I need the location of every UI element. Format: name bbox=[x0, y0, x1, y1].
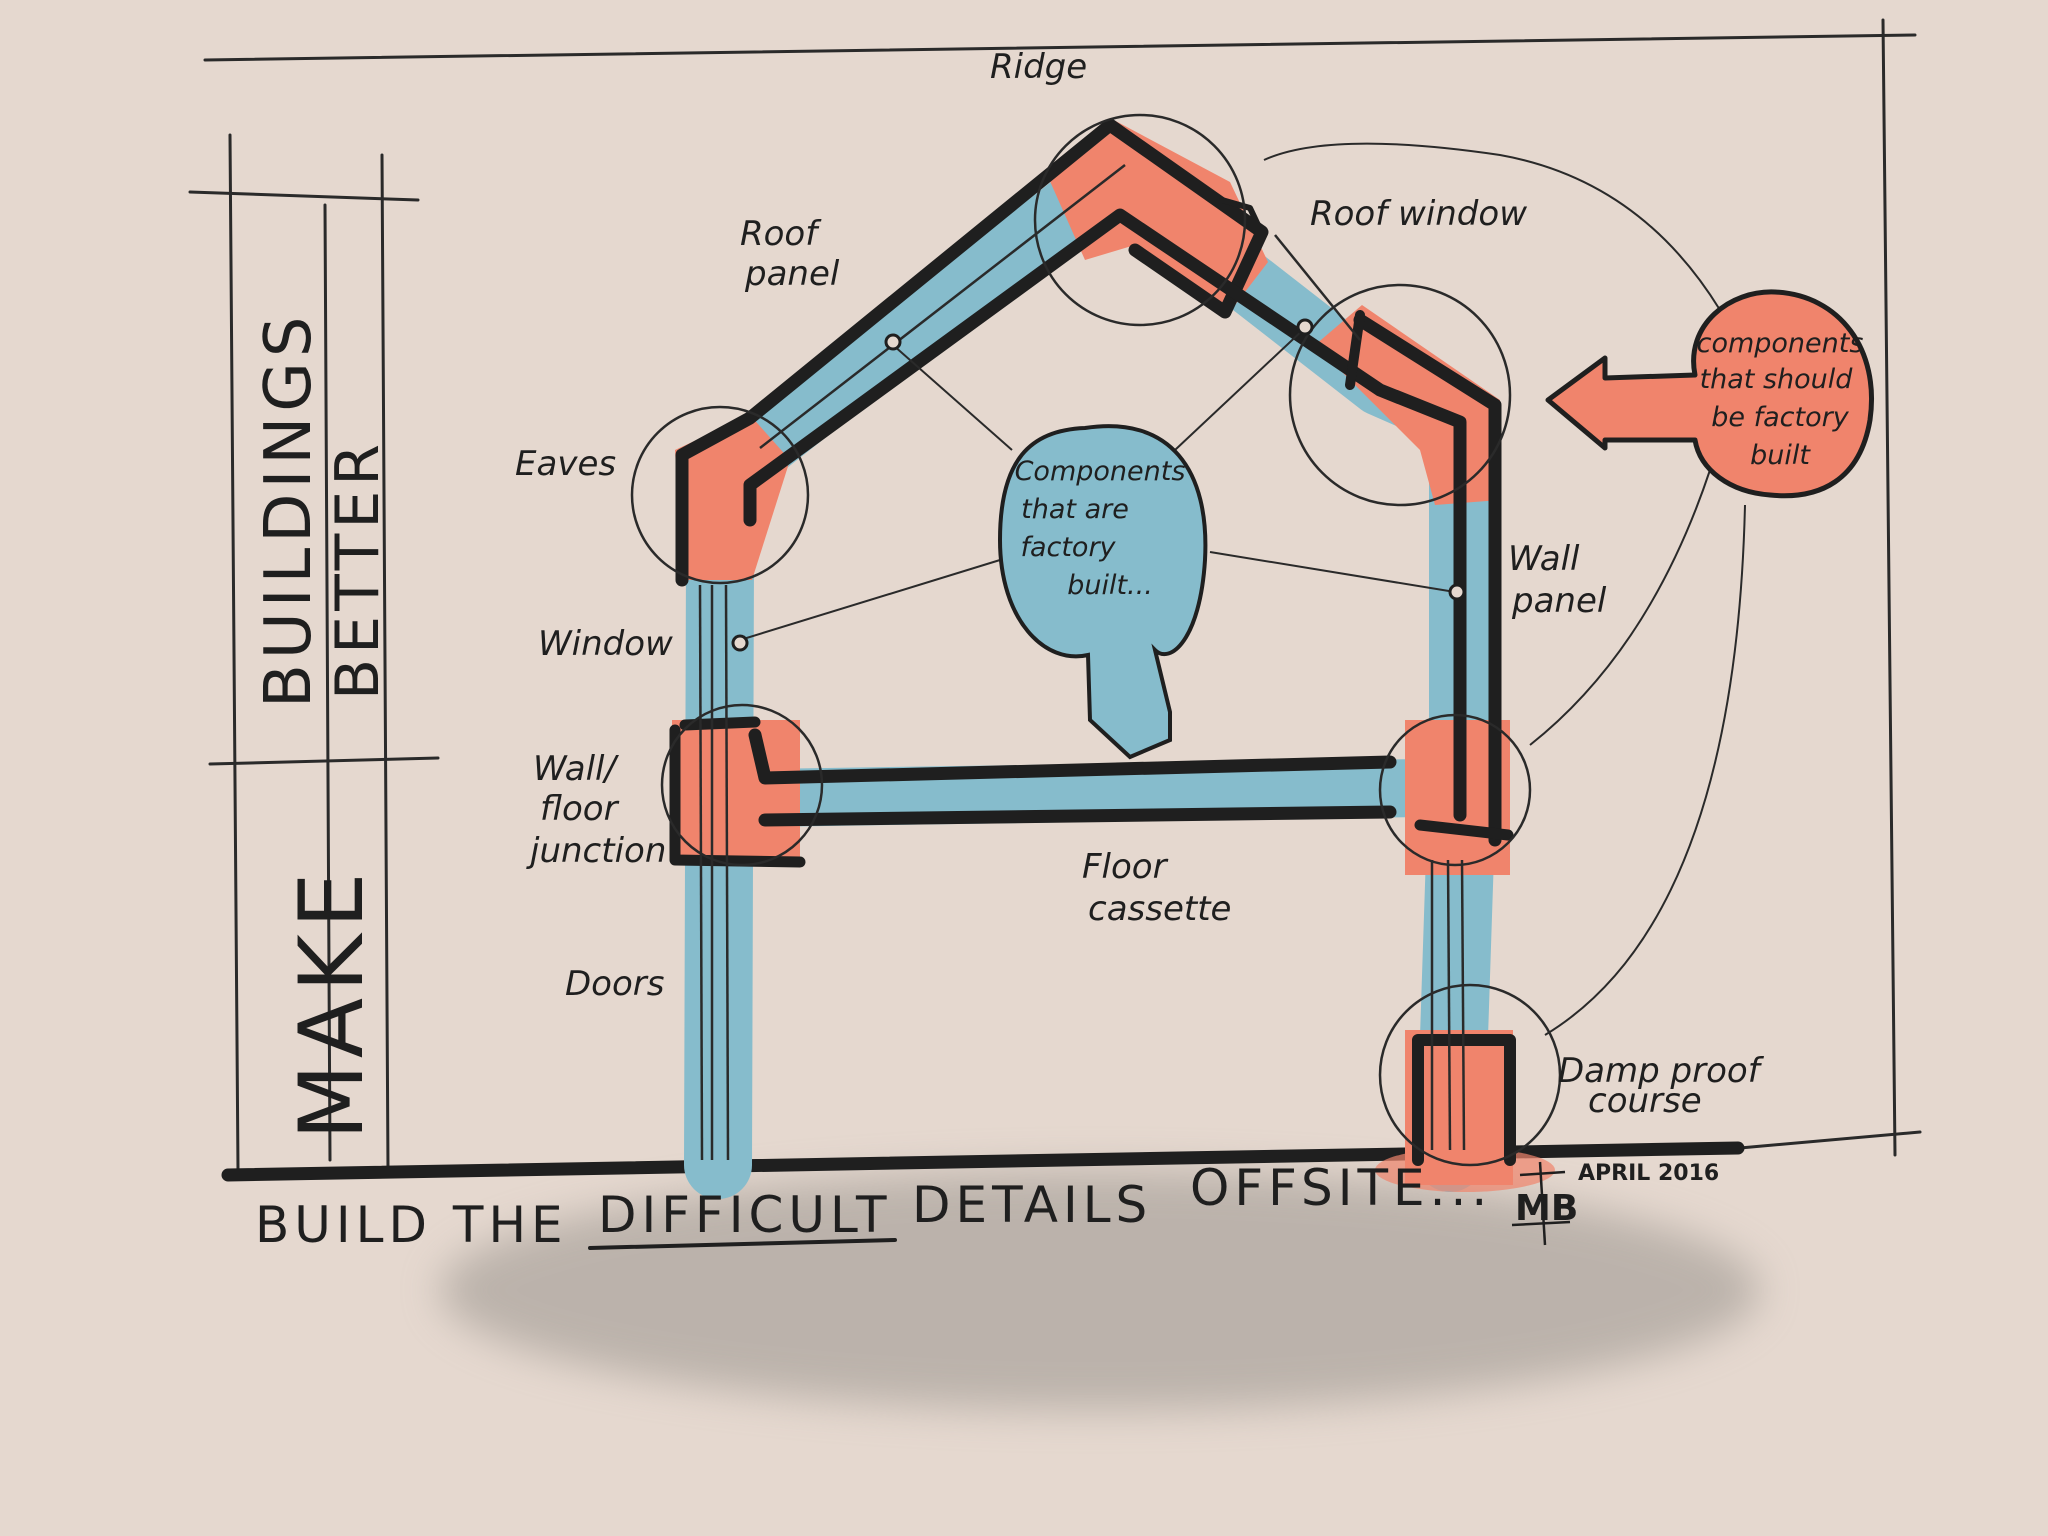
label-roof-panel-2: panel bbox=[744, 254, 840, 294]
leader-lines bbox=[739, 142, 1746, 1036]
tagline-underline bbox=[588, 1238, 897, 1250]
label-wall-floor-3: junction bbox=[526, 831, 666, 871]
label-window: Window bbox=[538, 624, 673, 664]
label-doors: Doors bbox=[565, 964, 664, 1004]
should-be-factory-bubble-line-4: built bbox=[1750, 440, 1811, 471]
should-be-factory-bubble-line-1: components bbox=[1697, 328, 1864, 359]
label-floor-cassette-1: Floor bbox=[1082, 847, 1169, 887]
label-wall-floor-2: floor bbox=[540, 789, 620, 829]
title-buildings: BUILDINGS bbox=[252, 311, 326, 708]
title-make: MAKE bbox=[280, 867, 383, 1140]
frame-lines bbox=[188, 18, 1922, 1172]
detail-circles bbox=[630, 113, 1562, 1167]
label-roof-panel-1: Roof bbox=[740, 214, 822, 254]
factory-built-bubble-line-2: that are bbox=[1021, 494, 1129, 525]
label-wall-panel-2: panel bbox=[1511, 581, 1607, 621]
vertical-title: MAKE BUILDINGS BETTER bbox=[252, 311, 393, 1140]
factory-built-bubble-line-3: factory bbox=[1020, 532, 1116, 563]
title-better: BETTER bbox=[323, 439, 393, 700]
tagline-emphasis: DIFFICULT bbox=[598, 1186, 892, 1244]
tagline-part-2: DETAILS bbox=[912, 1176, 1152, 1234]
label-ridge: Ridge bbox=[990, 47, 1087, 87]
factory-built-bubble-line-4: built... bbox=[1067, 570, 1153, 601]
ground-shadow bbox=[440, 1170, 1760, 1410]
label-floor-cassette-2: cassette bbox=[1088, 889, 1231, 929]
component-labels: Ridge Roof panel Roof window Eaves Windo… bbox=[515, 47, 1765, 1121]
label-eaves: Eaves bbox=[515, 444, 616, 484]
label-wall-floor-1: Wall/ bbox=[533, 749, 619, 789]
tagline-part-1: BUILD THE bbox=[255, 1196, 568, 1254]
factory-built-bubble-line-1: Components bbox=[1015, 456, 1186, 487]
detail-markers bbox=[731, 318, 1466, 652]
tagline-part-3: OFFSITE... bbox=[1190, 1159, 1492, 1217]
should-be-factory-bubble-line-3: be factory bbox=[1711, 402, 1849, 433]
label-damp-proof-2: course bbox=[1588, 1081, 1702, 1121]
label-damp-proof-1: Damp proof bbox=[1558, 1051, 1765, 1091]
signature: APRIL 2016 MB bbox=[1511, 1161, 1719, 1246]
label-wall-panel-1: Wall bbox=[1508, 539, 1580, 579]
should-be-factory-bubble-line-2: that should bbox=[1700, 364, 1854, 395]
tagline: BUILD THE DIFFICULT DETAILS OFFSITE... bbox=[255, 1159, 1492, 1254]
label-roof-window: Roof window bbox=[1310, 194, 1527, 234]
factory-built-bubble: Components that are factory built... bbox=[997, 424, 1208, 760]
signature-date: APRIL 2016 bbox=[1578, 1161, 1719, 1186]
should-be-factory-bubble: components that should be factory built bbox=[1545, 289, 1874, 499]
wall-detail-lines bbox=[698, 164, 1466, 1161]
signature-mark bbox=[1511, 1161, 1571, 1246]
